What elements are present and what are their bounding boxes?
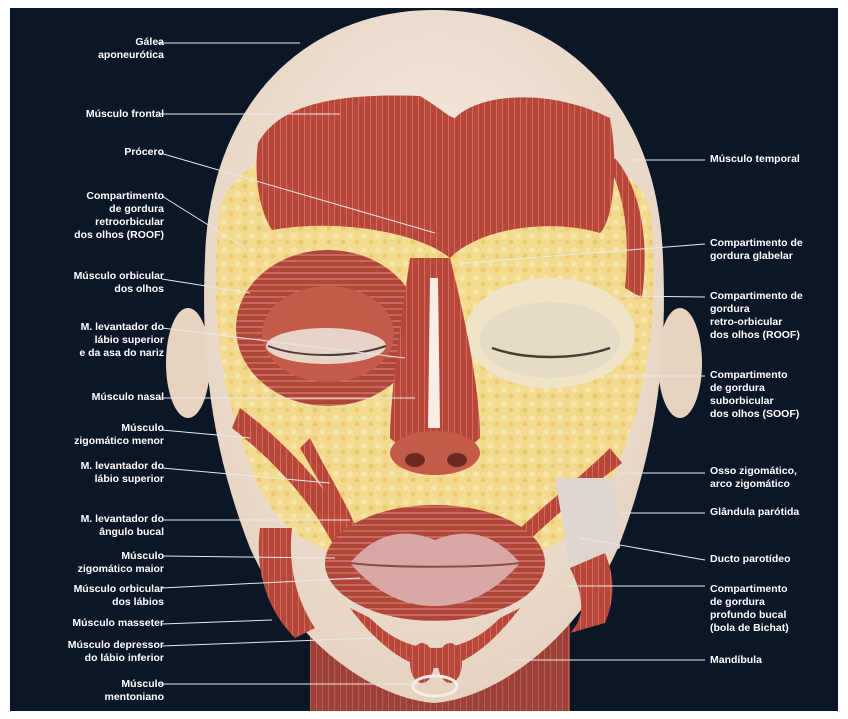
leader-lines: [10, 8, 838, 711]
leader-orbicular-olhos: [162, 279, 250, 293]
leader-zigomatico-menor: [162, 430, 250, 438]
diagram-frame: Gálea aponeurótica Músculo frontal Próce…: [10, 8, 838, 711]
leader-zigomatico-maior: [162, 556, 335, 558]
leader-orbicular-labios: [162, 578, 360, 588]
leader-levantador-asa: [162, 328, 405, 358]
leader-glabelar: [465, 244, 705, 263]
leader-levantador-labio: [162, 468, 330, 483]
leader-masseter: [162, 620, 272, 624]
leader-roof-right: [620, 296, 705, 297]
leader-roof-left: [162, 196, 245, 248]
leader-depressor: [162, 638, 375, 646]
leader-ducto: [580, 538, 705, 560]
